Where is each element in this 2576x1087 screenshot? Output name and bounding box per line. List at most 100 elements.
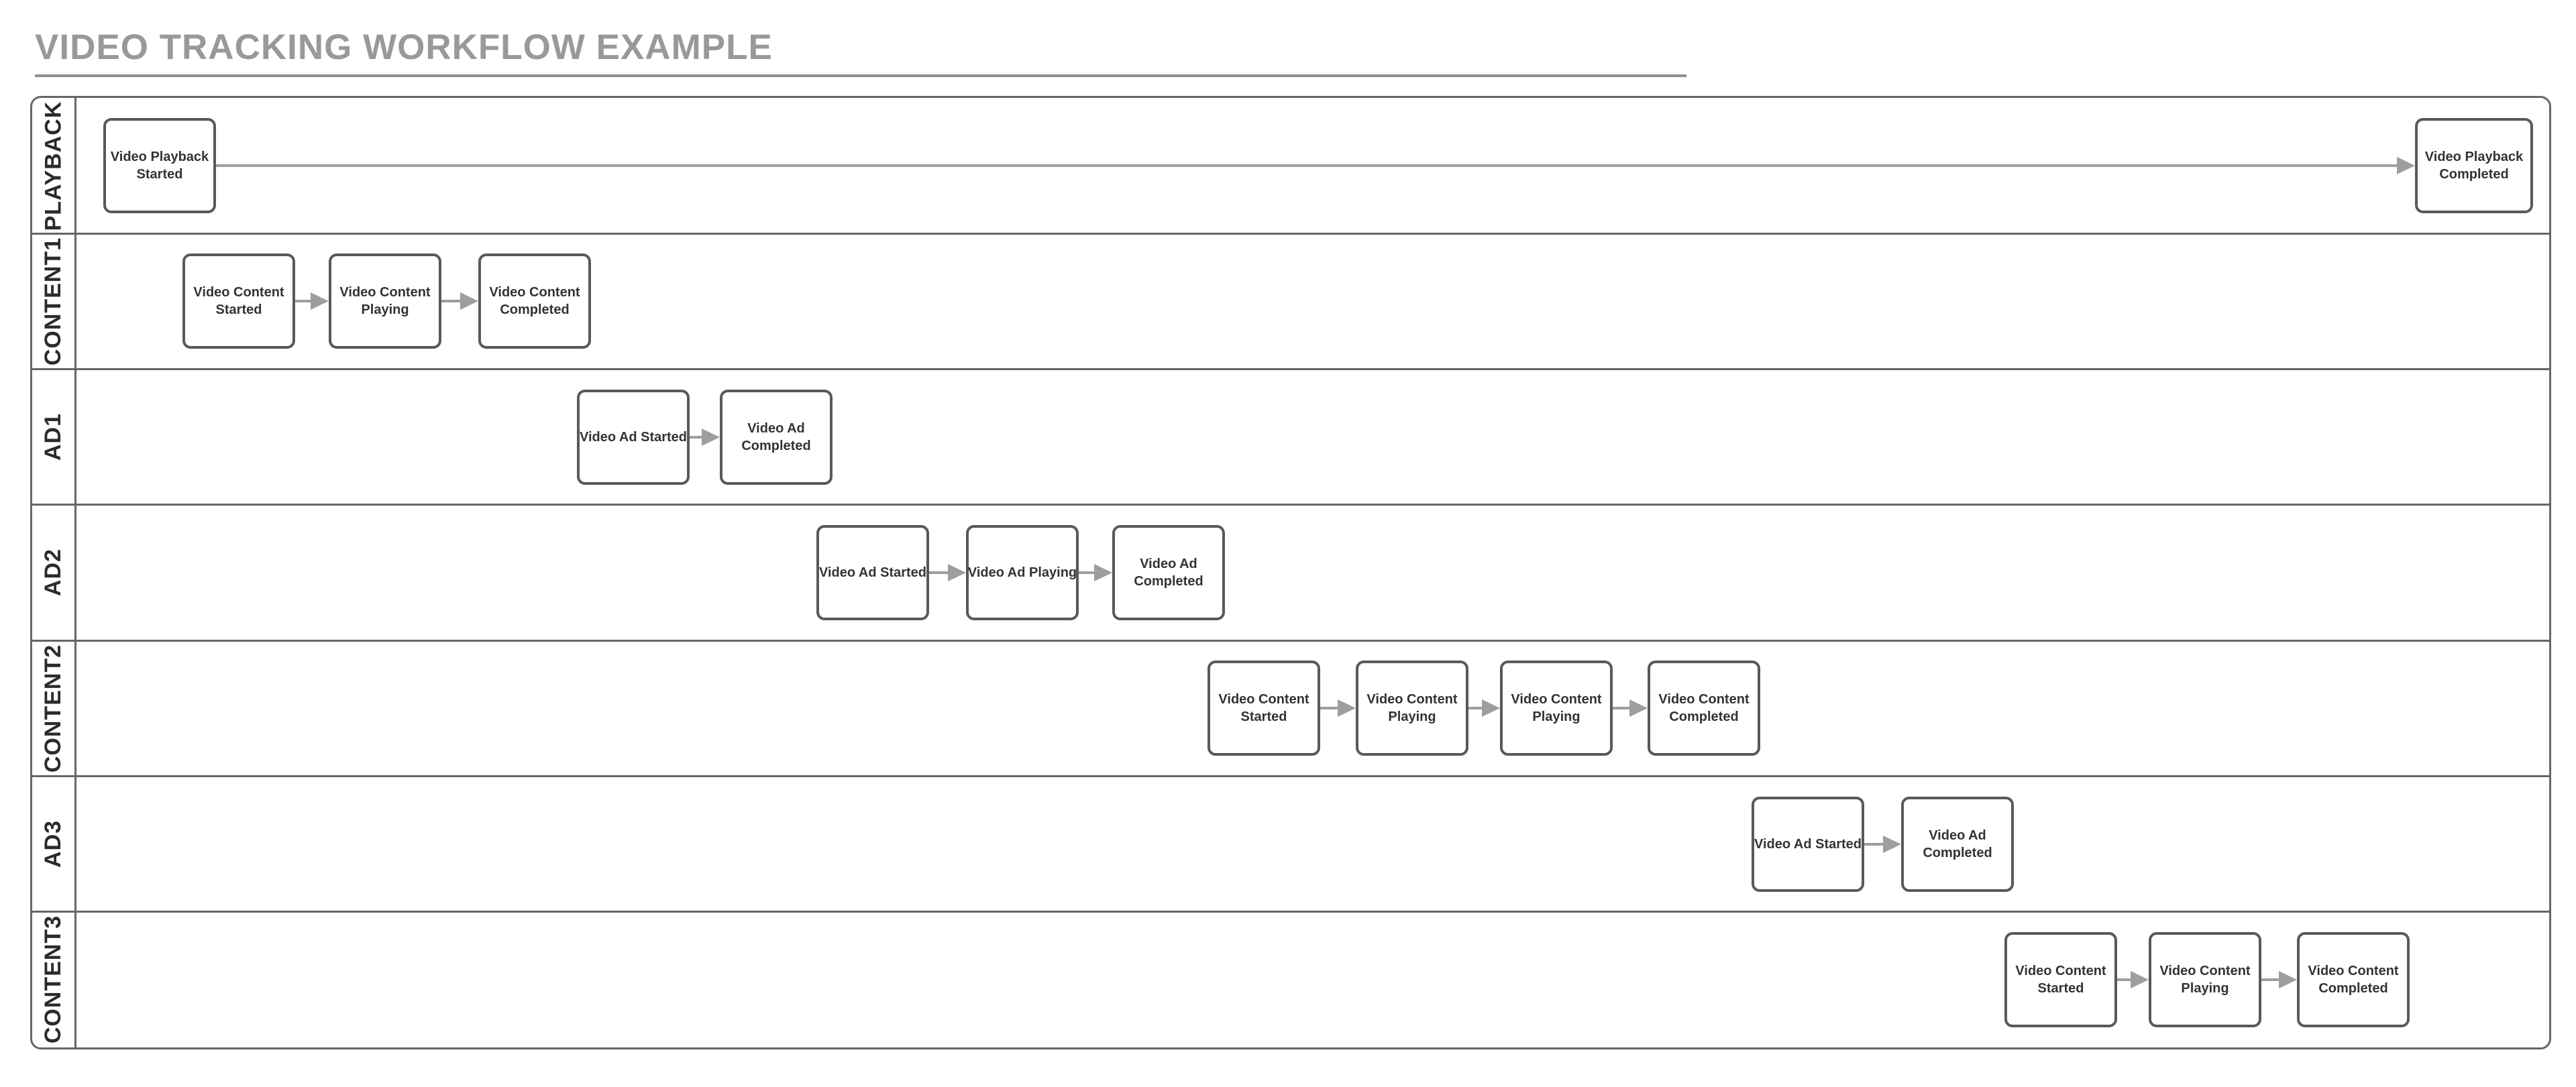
flow-node-label-line: Playing [361, 302, 409, 318]
flow-arrow-head [1629, 699, 1648, 718]
flow-node-label-line: Video Content [1511, 692, 1602, 707]
flow-node-label-line: Playing [1388, 709, 1436, 725]
lane-header-ad2: AD2 [32, 505, 74, 640]
lane-header-divider [74, 98, 76, 1047]
flow-arrow-head [702, 428, 720, 446]
flow-arrow-head [311, 292, 329, 310]
flow-node-label-line: Video Playback [110, 150, 209, 165]
flow-arrow-line [441, 300, 462, 303]
flow-node: Video Ad Playing [966, 525, 1079, 620]
flow-node-label-line: Video Content [1218, 692, 1309, 707]
flow-arrow-line [2117, 978, 2132, 981]
flow-node-label-line: Video Content [2159, 963, 2251, 978]
flow-node-label-line: Video Content [1658, 692, 1750, 707]
flow-arrow-head [2279, 970, 2297, 988]
lane-header-content3: CONTENT3 [32, 912, 74, 1047]
flow-node-label-line: Video Ad [1140, 557, 1197, 571]
lane-label: CONTENT2 [40, 644, 66, 773]
flow-arrow-line [1079, 571, 1095, 574]
flow-arrow-line [1320, 707, 1339, 710]
flow-node-label-line: Video Ad Started [1754, 836, 1862, 852]
lane-divider [32, 775, 2549, 777]
flow-node-label-line: Playing [2181, 980, 2229, 996]
flow-node-label-line: Video Content [489, 285, 580, 300]
flow-node-label-line: Completed [500, 302, 570, 318]
flow-node-label-line: Video Content [339, 285, 431, 300]
flow-arrow-head [1094, 564, 1112, 581]
flow-node-label-line: Video Ad Playing [967, 565, 1077, 580]
flow-node-label-line: Video Ad Started [818, 565, 927, 580]
flow-node-label-line: Completed [2439, 167, 2509, 182]
flow-arrow-head [1482, 699, 1500, 718]
flow-node-label-line: Completed [1134, 574, 1203, 589]
flow-node: Video Ad Started [577, 389, 690, 485]
flow-arrow-line [1613, 707, 1631, 710]
lane-header-ad3: AD3 [32, 776, 74, 911]
flow-node-label-line: Completed [1923, 845, 1992, 860]
flow-arrow-line [929, 571, 949, 574]
flow-node-label-line: Started [2037, 980, 2084, 996]
lane-divider [32, 639, 2549, 642]
flow-node-label-line: Completed [1669, 709, 1739, 725]
flow-arrow-head [1338, 699, 1356, 718]
flow-node-label-line: Started [215, 302, 262, 318]
lane-divider [32, 368, 2549, 371]
flow-node-label-line: Video Content [2015, 963, 2106, 978]
flow-node-label-line: Video Ad Started [579, 429, 688, 445]
lane-divider [32, 911, 2549, 913]
flow-node-label-line: Video Content [193, 285, 284, 300]
flow-node-label-line: Video Ad [1929, 827, 1986, 843]
lane-label: AD3 [40, 820, 66, 868]
flow-node-label-line: Started [1240, 709, 1287, 725]
lane-divider [32, 232, 2549, 235]
lane-header-content1: CONTENT1 [32, 233, 74, 369]
flow-arrow-line [216, 164, 2398, 168]
flow-arrow-head [948, 564, 966, 581]
lane-divider [32, 504, 2549, 506]
lane-header-playback: PLAYBACK [32, 98, 74, 233]
flow-arrow-line [1864, 842, 1884, 846]
lane-label: CONTENT1 [40, 237, 66, 366]
flow-arrow-line [2261, 978, 2280, 981]
lane-label: AD2 [40, 549, 66, 597]
flow-arrow-head [2131, 970, 2149, 988]
lane-label: PLAYBACK [40, 101, 66, 231]
flow-arrow-head [2397, 157, 2415, 175]
flow-node-label-line: Video Content [1366, 692, 1458, 707]
title-underline [35, 74, 1686, 77]
lane-label: AD1 [40, 413, 66, 461]
flow-node-label-line: Completed [2318, 980, 2388, 996]
lane-label: CONTENT3 [40, 915, 66, 1044]
flow-node-label-line: Started [136, 167, 183, 182]
diagram-title: VIDEO TRACKING WORKFLOW EXAMPLE [35, 27, 773, 67]
lane-header-content2: CONTENT2 [32, 640, 74, 776]
flow-node-label-line: Video Playback [2424, 150, 2524, 165]
lane-header-ad1: AD1 [32, 369, 74, 505]
flow-arrow-head [460, 292, 478, 310]
flow-arrow-head [1883, 835, 1901, 853]
flow-arrow-line [690, 435, 703, 439]
flow-node: Video Ad Completed [1112, 525, 1225, 620]
flow-arrow-line [295, 300, 312, 303]
flow-node-label-line: Completed [741, 438, 811, 453]
flow-node: Video Ad Completed [1901, 796, 2014, 892]
flow-node-label-line: Playing [1532, 709, 1580, 725]
flow-node: Video Ad Started [1752, 796, 1864, 892]
flow-arrow-line [1468, 707, 1483, 710]
flow-node: Video Ad Started [816, 525, 929, 620]
flow-node-label-line: Video Content [2308, 963, 2399, 978]
